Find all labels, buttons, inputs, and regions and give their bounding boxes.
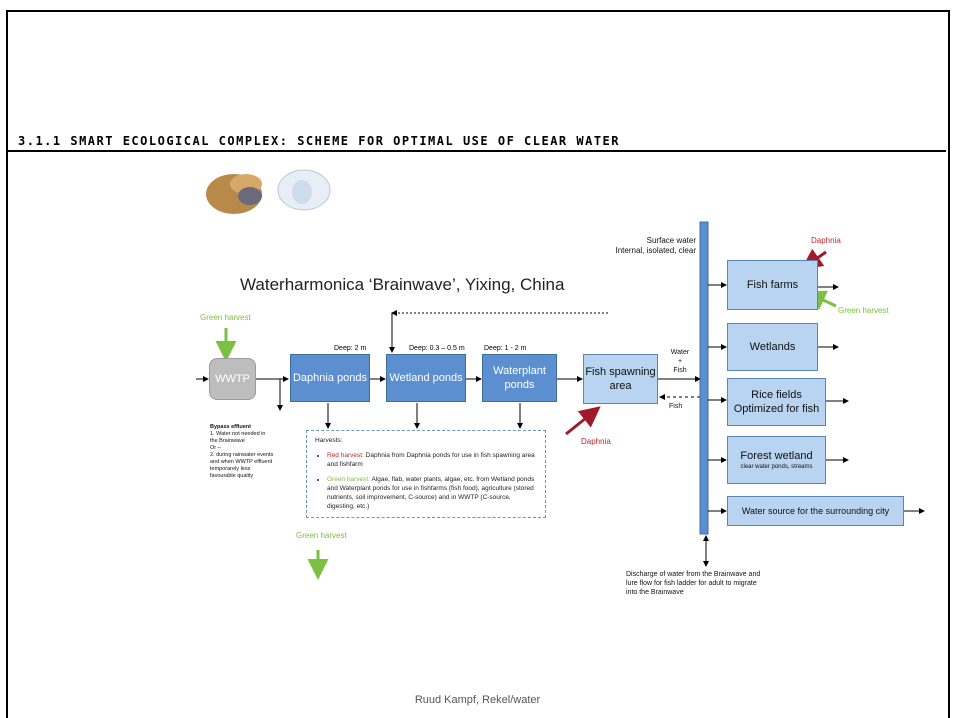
depth-daphnia: Deep: 2 m <box>334 345 367 352</box>
diagram-title: Waterharmonica ‘Brainwave’, Yixing, Chin… <box>240 275 565 294</box>
main-water-bar <box>699 221 709 535</box>
green-harvest-label-bottom: Green harvest <box>296 531 347 540</box>
red-harvest-label: Red harvest: <box>327 452 364 459</box>
harvests-box: Harvests: Red harvest: Daphnia from Daph… <box>306 430 546 518</box>
daphnia-label-spawning: Daphnia <box>581 437 611 446</box>
output-fish-farms: Fish farms <box>727 260 818 310</box>
harvests-heading: Harvests: <box>315 437 343 444</box>
daphnia-label-fishfarms: Daphnia <box>811 236 841 245</box>
node-fish-spawning-area: Fish spawning area <box>583 354 658 404</box>
output-wetlands: Wetlands <box>727 323 818 371</box>
forest-wetland-sub: clear water ponds, streams <box>740 464 813 470</box>
depth-waterplant: Deep: 1 - 2 m <box>484 345 527 352</box>
footer-credit: Ruud Kampf, Rekel/water <box>414 694 541 706</box>
slide-frame <box>6 10 950 718</box>
bypass-line: 1. Water not needed in the Brainwave <box>210 431 266 444</box>
depth-wetland: Deep: 0.3 – 0.5 m <box>409 345 465 352</box>
bypass-line: Or – <box>210 445 221 451</box>
green-harvest-label: Green harvest: <box>327 476 370 483</box>
node-wetland-ponds: Wetland ponds <box>386 354 466 402</box>
output-rice-fields: Rice fields Optimized for fish <box>727 378 826 426</box>
surface-water-line1: Surface water <box>646 236 696 245</box>
forest-wetland-title: Forest wetland <box>740 450 813 462</box>
green-harvest-label-top: Green harvest <box>200 313 251 322</box>
green-harvest-text: Algae, flab, water plants, algae, etc. f… <box>327 476 535 510</box>
node-daphnia-ponds: Daphnia ponds <box>290 354 370 402</box>
bypass-title: Bypass effluent <box>210 424 251 430</box>
node-wwtp: WWTP <box>209 358 256 400</box>
green-harvest-label-right: Green harvest <box>838 306 889 315</box>
section-title: 3.1.1 SMART ECOLOGICAL COMPLEX: SCHEME F… <box>18 134 620 148</box>
bypass-note: Bypass effluent 1. Water not needed in t… <box>210 424 274 480</box>
node-waterplant-ponds: Waterplant ponds <box>482 354 557 402</box>
output-water-source: Water source for the surrounding city <box>727 496 904 526</box>
bypass-line: 2. during rainwater events and when WWTP… <box>210 452 274 479</box>
red-harvest-text: Daphnia from Daphnia ponds for use in fi… <box>327 452 535 468</box>
section-rule <box>8 150 946 152</box>
flow-label-water-fish: Water + Fish <box>670 349 690 374</box>
flow-label-fish: Fish <box>669 403 683 410</box>
surface-water-label: Surface water Internal, isolated, clear <box>590 236 697 256</box>
output-forest-wetland: Forest wetland clear water ponds, stream… <box>727 436 826 484</box>
surface-water-line2: Internal, isolated, clear <box>615 246 697 255</box>
discharge-note: Discharge of water from the Brainwave an… <box>626 571 761 596</box>
waterharmonica-logo <box>204 164 344 229</box>
